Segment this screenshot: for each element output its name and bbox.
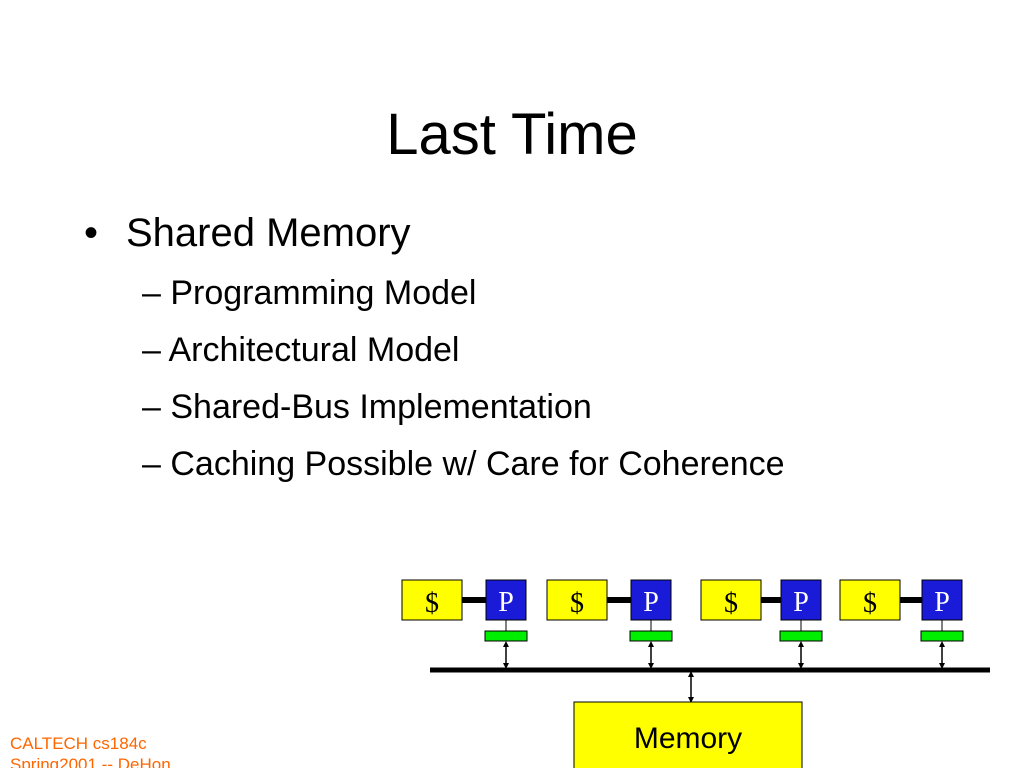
cache-1-label: $ [425, 588, 439, 619]
processor-node-2: $ P [546, 579, 673, 669]
processor-1-label: P [498, 587, 514, 618]
cache-3-label: $ [724, 588, 738, 619]
processor-2-label: P [643, 587, 659, 618]
bullet-text: Shared Memory [126, 211, 411, 255]
subitem-shared-bus-implementation: – Shared-Bus Implementation [142, 388, 592, 426]
cache-1 [401, 579, 463, 621]
bullet-shared-memory: • Shared Memory [84, 208, 411, 258]
bullet-dot-icon: • [84, 211, 99, 255]
cache-2-label: $ [570, 588, 584, 619]
subitem-caching-coherence: – Caching Possible w/ Care for Coherence [142, 445, 785, 483]
bus-interface-1 [484, 630, 528, 642]
cache-4 [839, 579, 901, 621]
processor-2 [630, 579, 672, 621]
processor-4-label: P [934, 587, 950, 618]
footer-credit: CALTECH cs184c Spring2001 -- DeHon [10, 733, 171, 768]
memory-label: Memory [634, 722, 742, 755]
processor-node-3: $ P [700, 579, 823, 669]
memory-box [573, 701, 803, 768]
bus-interface-4 [920, 630, 964, 642]
processor-node-1: $ P [401, 579, 528, 669]
slide-title: Last Time [386, 102, 638, 167]
processor-node-4: $ P [839, 579, 964, 669]
bus-interface-3 [779, 630, 823, 642]
footer-line-1: CALTECH cs184c [10, 734, 147, 753]
cache-4-label: $ [863, 588, 877, 619]
bus-interface-2 [629, 630, 673, 642]
cache-2 [546, 579, 608, 621]
footer-line-2: Spring2001 -- DeHon [10, 755, 171, 768]
subitem-programming-model: – Programming Model [142, 274, 477, 312]
processor-4 [921, 579, 963, 621]
processor-3-label: P [793, 587, 809, 618]
subitem-architectural-model: – Architectural Model [142, 331, 460, 369]
